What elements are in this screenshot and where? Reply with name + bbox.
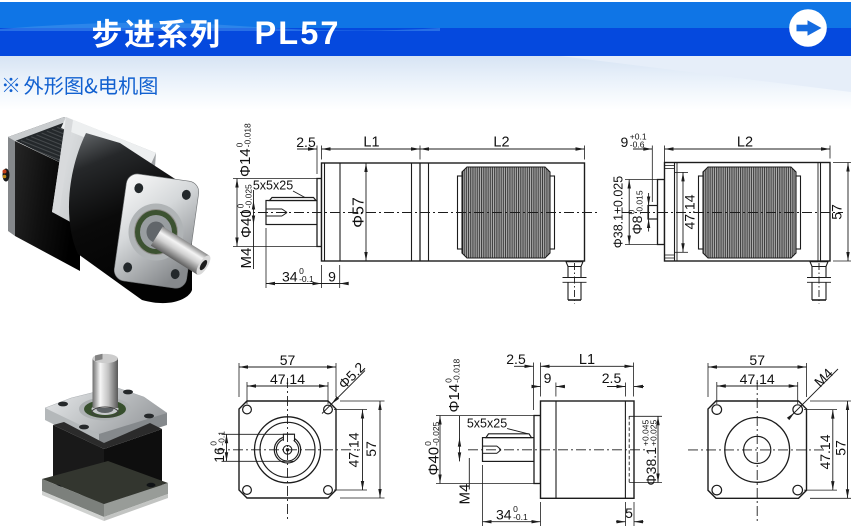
svg-text:Φ38.1±0.025: Φ38.1±0.025 [612, 176, 626, 248]
svg-text:2.5: 2.5 [506, 351, 526, 367]
svg-text:57: 57 [280, 352, 296, 368]
svg-text:9: 9 [621, 134, 629, 150]
svg-text:+0.1: +0.1 [630, 132, 647, 142]
svg-text:-0.1: -0.1 [299, 274, 314, 284]
svg-text:34: 34 [496, 507, 512, 523]
svg-text:0: 0 [513, 504, 518, 514]
svg-text:5x5x25: 5x5x25 [253, 179, 293, 193]
svg-text:57: 57 [829, 204, 845, 220]
svg-text:47.14: 47.14 [682, 194, 698, 229]
svg-text:M4: M4 [238, 248, 255, 269]
svg-text:-0.018: -0.018 [243, 123, 253, 147]
svg-text:9: 9 [328, 269, 336, 285]
svg-text:0: 0 [299, 266, 304, 276]
svg-text:9: 9 [544, 370, 552, 386]
svg-text:47.14: 47.14 [270, 371, 305, 387]
svg-text:-0.6: -0.6 [630, 140, 645, 150]
svg-text:-0.1: -0.1 [217, 431, 227, 446]
svg-text:47.14: 47.14 [817, 434, 833, 469]
svg-text:-0.1: -0.1 [513, 512, 528, 522]
svg-text:16: 16 [211, 447, 227, 463]
svg-text:-0.018: -0.018 [452, 358, 462, 382]
svg-text:Φ57: Φ57 [351, 197, 368, 228]
svg-text:5x5x25: 5x5x25 [467, 417, 507, 431]
svg-text:0: 0 [235, 142, 245, 147]
svg-text:57: 57 [833, 440, 849, 456]
svg-text:-0.015: -0.015 [635, 190, 645, 214]
svg-text:+0.025: +0.025 [649, 419, 659, 446]
svg-text:0: 0 [236, 203, 246, 208]
svg-text:Φ14: Φ14 [446, 384, 463, 413]
svg-text:L2: L2 [737, 135, 753, 151]
svg-text:5: 5 [625, 505, 633, 521]
svg-text:-0.025: -0.025 [244, 184, 254, 208]
svg-text:0: 0 [444, 378, 454, 383]
svg-text:0: 0 [423, 441, 433, 446]
svg-text:2.5: 2.5 [296, 134, 316, 150]
svg-text:+0.045: +0.045 [641, 419, 651, 446]
svg-text:L1: L1 [579, 352, 595, 368]
svg-text:Φ40: Φ40 [426, 447, 443, 476]
svg-text:34: 34 [282, 269, 298, 285]
svg-text:Φ40: Φ40 [238, 209, 255, 238]
svg-text:Φ8: Φ8 [629, 215, 645, 234]
svg-text:47.14: 47.14 [740, 371, 775, 387]
svg-text:L2: L2 [493, 135, 509, 151]
svg-text:47.14: 47.14 [346, 432, 362, 467]
svg-text:57: 57 [749, 352, 765, 368]
svg-text:57: 57 [363, 441, 379, 457]
svg-text:0: 0 [627, 210, 637, 215]
svg-text:2.5: 2.5 [602, 370, 622, 386]
svg-text:-0.025: -0.025 [431, 421, 441, 445]
svg-text:0: 0 [209, 441, 219, 446]
svg-text:Φ38.1: Φ38.1 [643, 447, 659, 486]
svg-text:PL57: PL57 [255, 15, 339, 51]
svg-text:M4: M4 [457, 484, 474, 505]
svg-text:Φ14: Φ14 [237, 148, 254, 177]
svg-text:L1: L1 [363, 135, 379, 151]
